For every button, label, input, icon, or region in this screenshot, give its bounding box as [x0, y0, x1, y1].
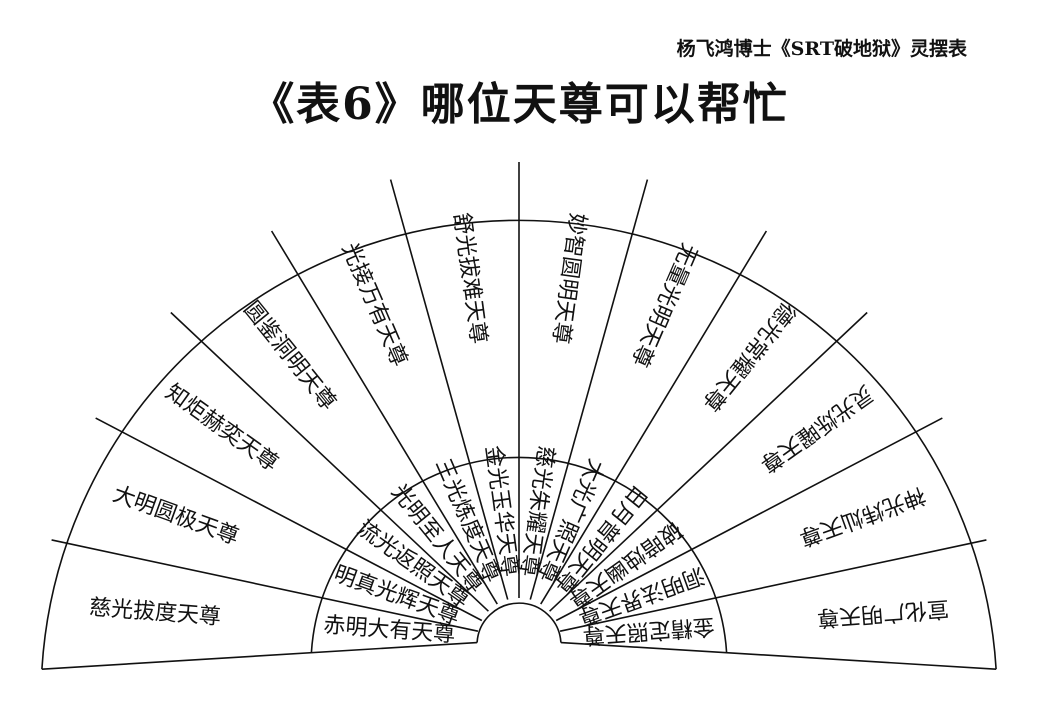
outer-ring-label: 慈光拔度天尊	[88, 595, 222, 630]
inner-arc	[476, 602, 562, 643]
spoke-line	[555, 417, 943, 622]
spoke-line	[41, 641, 478, 670]
outer-ring-label: 神光炜灿天尊	[796, 482, 929, 550]
spoke-line	[529, 179, 649, 600]
outer-ring-label: 妙智圆明天尊	[547, 211, 590, 345]
outer-ring-label: 圆鉴洞明天尊	[238, 297, 340, 415]
spoke-line	[559, 539, 987, 632]
outer-ring-label: 大明圆极天尊	[109, 482, 242, 550]
spoke-line	[560, 641, 997, 670]
spoke-line	[95, 417, 483, 622]
page-title: 《表6》哪位天尊可以帮忙	[250, 79, 789, 130]
outer-ring-label: 舒光拔难天尊	[448, 211, 491, 345]
spoke-line	[549, 311, 868, 612]
outer-ring-label: 无量光明天尊	[626, 239, 701, 370]
subtitle: 杨飞鸿博士《SRT破地狱》灵摆表	[676, 38, 967, 60]
fan-lines	[41, 162, 997, 670]
spoke-line	[51, 539, 479, 632]
spoke-line	[170, 311, 489, 612]
outer-ring-label: 光接万有天尊	[337, 239, 412, 370]
spoke-line	[540, 230, 768, 605]
spoke-line	[389, 179, 509, 600]
outer-ring-label: 德光常耀天尊	[697, 297, 799, 415]
outer-ring-label: 宣化广明天尊	[816, 595, 950, 630]
spoke-line	[270, 230, 498, 605]
